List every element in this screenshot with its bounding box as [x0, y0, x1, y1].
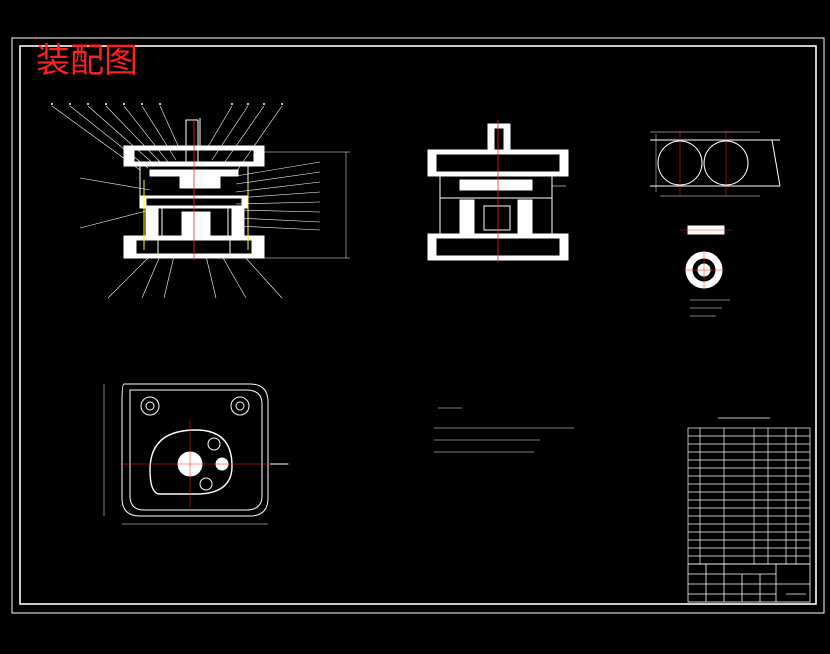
- sheet-frame-inner: [19, 45, 817, 605]
- top-plan-view: [103, 383, 290, 525]
- technical-notes: [434, 407, 574, 453]
- strip-layout-view: [650, 130, 781, 197]
- title-block: [687, 563, 811, 603]
- side-section-view: [427, 120, 569, 262]
- sheet-frame-outer: [11, 37, 825, 614]
- main-section-view: [51, 103, 350, 299]
- parts-list-table: [687, 417, 811, 565]
- part-detail-view: [680, 225, 732, 317]
- drawing-title: 装配图: [36, 41, 138, 81]
